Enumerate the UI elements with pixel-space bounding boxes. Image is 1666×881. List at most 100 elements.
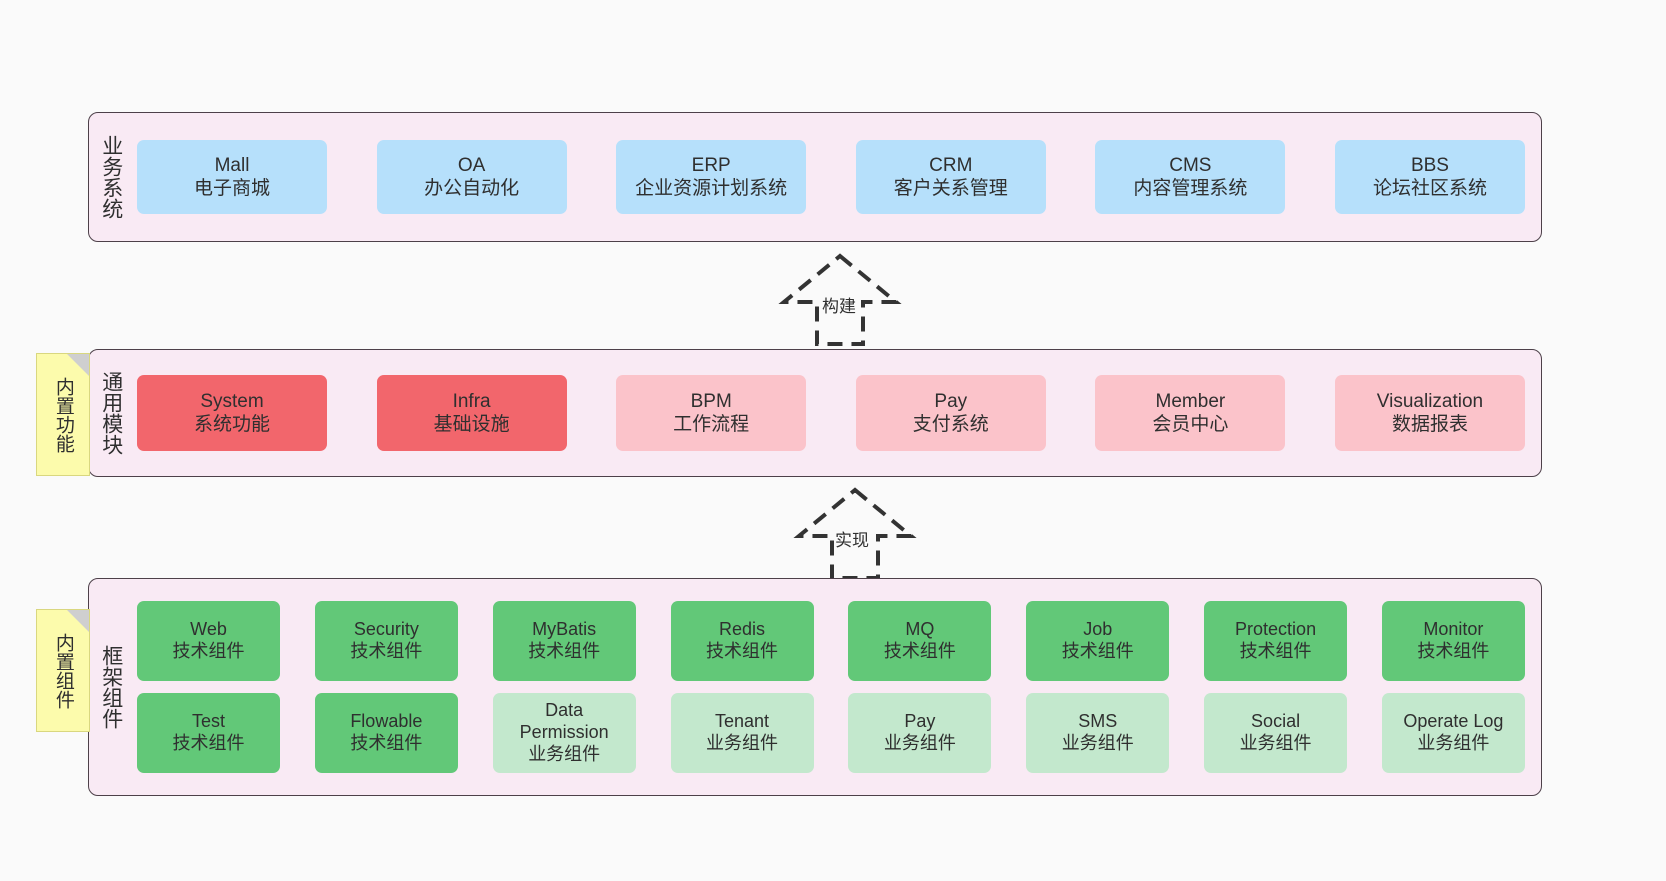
card-title: Data Permission (519, 700, 609, 743)
card-cms[interactable]: CMS 内容管理系统 (1095, 140, 1286, 214)
card-subtitle: 业务组件 (1239, 733, 1312, 753)
generalization-arrow-implement: 实现 (775, 486, 935, 580)
card-subtitle: 数据报表 (1391, 414, 1468, 435)
layer-title-common: 通用模块 (99, 371, 123, 455)
dashed-hollow-arrow-icon (778, 253, 902, 346)
generalization-arrow-build: 构建 (760, 252, 920, 346)
card-subtitle: 技术组件 (883, 641, 956, 661)
layer-framework-components: 框架组件 Web 技术组件 Security 技术组件 MyBatis 技术组件… (88, 578, 1542, 796)
layer-business-systems: 业务系统 Mall 电子商城 OA 办公自动化 ERP 企业资源计划系统 CRM… (88, 112, 1542, 242)
card-title: OA (457, 154, 486, 176)
card-title: Web (190, 619, 227, 640)
card-title: Tenant (715, 711, 770, 732)
card-flowable[interactable]: Flowable 技术组件 (314, 693, 458, 773)
card-job[interactable]: Job 技术组件 (1026, 601, 1170, 681)
card-title: MQ (905, 619, 935, 640)
card-crm[interactable]: CRM 客户关系管理 (855, 140, 1046, 214)
card-subtitle: 系统功能 (193, 414, 270, 435)
card-operate-log[interactable]: Operate Log 业务组件 (1381, 693, 1525, 773)
card-social[interactable]: Social 业务组件 (1204, 693, 1348, 773)
card-subtitle: 技术组件 (706, 641, 779, 661)
card-bpm[interactable]: BPM 工作流程 (616, 375, 807, 451)
card-erp[interactable]: ERP 企业资源计划系统 (616, 140, 807, 214)
card-title: BBS (1410, 154, 1449, 176)
card-subtitle: 技术组件 (350, 733, 423, 753)
card-row: Mall 电子商城 OA 办公自动化 ERP 企业资源计划系统 CRM 客户关系… (137, 140, 1525, 214)
card-title: Flowable (350, 711, 423, 732)
card-protection[interactable]: Protection 技术组件 (1204, 601, 1348, 681)
card-system[interactable]: System 系统功能 (137, 375, 327, 451)
card-title: Security (353, 619, 419, 640)
card-title: MyBatis (532, 619, 597, 640)
card-title: Redis (719, 619, 766, 640)
card-subtitle: 电子商城 (193, 178, 270, 199)
card-subtitle: 论坛社区系统 (1372, 178, 1487, 199)
card-subtitle: 办公自动化 (424, 178, 520, 199)
card-subtitle: 内容管理系统 (1133, 178, 1248, 199)
note-label: 内置功能 (52, 376, 74, 453)
card-test[interactable]: Test 技术组件 (137, 693, 280, 773)
card-subtitle: 技术组件 (1417, 641, 1490, 661)
card-bbs[interactable]: BBS 论坛社区系统 (1334, 140, 1525, 214)
card-subtitle: 支付系统 (912, 414, 989, 435)
card-subtitle: 业务组件 (706, 733, 779, 753)
card-subtitle: 技术组件 (1061, 641, 1134, 661)
card-mybatis[interactable]: MyBatis 技术组件 (492, 601, 636, 681)
card-security[interactable]: Security 技术组件 (314, 601, 458, 681)
layer-body-business: Mall 电子商城 OA 办公自动化 ERP 企业资源计划系统 CRM 客户关系… (133, 113, 1541, 241)
card-row-business: Test 技术组件 Flowable 技术组件 Data Permission … (137, 693, 1525, 773)
layer-body-common: System 系统功能 Infra 基础设施 BPM 工作流程 Pay 支付系统… (133, 350, 1541, 476)
card-subtitle: 技术组件 (1239, 641, 1312, 661)
note-label: 内置组件 (52, 632, 74, 709)
card-title: Operate Log (1403, 711, 1504, 732)
note-fold-corner-icon (67, 610, 89, 632)
card-visualization[interactable]: Visualization 数据报表 (1334, 375, 1525, 451)
card-mall[interactable]: Mall 电子商城 (137, 140, 327, 214)
card-subtitle: 技术组件 (172, 733, 245, 753)
card-title: System (200, 390, 264, 412)
card-title: SMS (1078, 711, 1118, 732)
card-title: Monitor (1423, 619, 1484, 640)
card-infra[interactable]: Infra 基础设施 (376, 375, 567, 451)
card-member[interactable]: Member 会员中心 (1095, 375, 1286, 451)
card-mq[interactable]: MQ 技术组件 (848, 601, 992, 681)
layer-title-framework: 框架组件 (99, 645, 123, 729)
note-builtin-component: 内置组件 (36, 609, 90, 732)
note-builtin-function: 内置功能 (36, 353, 90, 476)
arrow-label-build: 构建 (822, 297, 856, 316)
card-subtitle: 业务组件 (528, 743, 601, 764)
card-title: Pay (904, 711, 936, 732)
note-fold-corner-icon (67, 354, 89, 376)
card-subtitle: 业务组件 (1417, 733, 1490, 753)
card-subtitle: 业务组件 (883, 733, 956, 753)
card-row-technical: Web 技术组件 Security 技术组件 MyBatis 技术组件 Redi… (137, 601, 1525, 681)
card-title: CRM (929, 154, 973, 176)
card-web[interactable]: Web 技术组件 (137, 601, 280, 681)
card-subtitle: 工作流程 (673, 414, 750, 435)
card-subtitle: 基础设施 (433, 414, 510, 435)
card-sms[interactable]: SMS 业务组件 (1026, 693, 1170, 773)
card-subtitle: 业务组件 (1061, 733, 1134, 753)
card-oa[interactable]: OA 办公自动化 (376, 140, 567, 214)
card-title: Social (1251, 711, 1301, 732)
layer-body-framework: Web 技术组件 Security 技术组件 MyBatis 技术组件 Redi… (133, 579, 1541, 795)
card-title: ERP (691, 154, 731, 176)
card-pay-component[interactable]: Pay 业务组件 (848, 693, 992, 773)
card-title: Test (191, 711, 225, 732)
card-redis[interactable]: Redis 技术组件 (670, 601, 814, 681)
card-subtitle: 客户关系管理 (893, 178, 1008, 199)
layer-common-modules: 通用模块 System 系统功能 Infra 基础设施 BPM 工作流程 Pay… (88, 349, 1542, 477)
card-title: Job (1083, 619, 1113, 640)
card-tenant[interactable]: Tenant 业务组件 (670, 693, 814, 773)
card-title: Visualization (1376, 390, 1484, 412)
card-pay-module[interactable]: Pay 支付系统 (855, 375, 1046, 451)
card-title: BPM (690, 390, 732, 412)
card-data-permission[interactable]: Data Permission 业务组件 (492, 693, 636, 773)
card-title: Protection (1235, 619, 1317, 640)
card-title: CMS (1169, 154, 1212, 176)
card-subtitle: 技术组件 (350, 641, 423, 661)
layer-title-business: 业务系统 (99, 135, 123, 219)
card-monitor[interactable]: Monitor 技术组件 (1381, 601, 1525, 681)
card-title: Pay (934, 390, 968, 412)
